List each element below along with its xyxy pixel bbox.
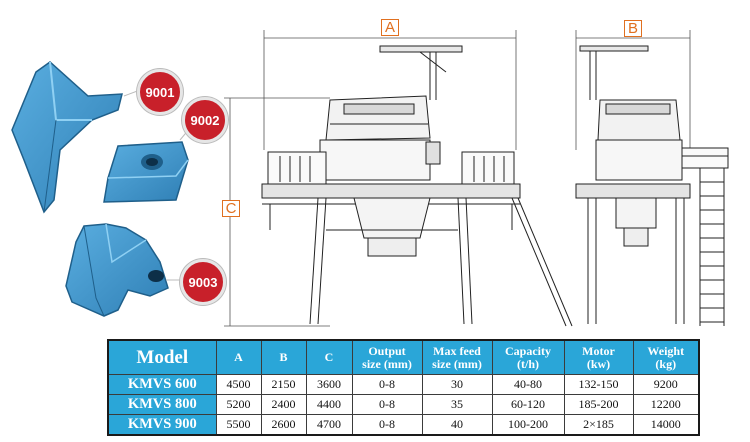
header-model: Model [107, 339, 217, 375]
header-weight-line2: (kg) [655, 356, 677, 371]
row-motor: 132-150 [563, 374, 634, 395]
header-capacity: Capacity(t/h) [491, 339, 565, 375]
row-weight: 12200 [632, 394, 700, 415]
crusher-front-view [261, 45, 573, 327]
row-model: KMVS 900 [107, 414, 217, 436]
row-motor: 2×185 [563, 414, 634, 436]
row-output: 0-8 [351, 374, 423, 395]
row-model: KMVS 800 [107, 394, 217, 415]
row-c: 4700 [305, 414, 353, 436]
row-feed: 30 [421, 374, 493, 395]
row-capacity: 100-200 [491, 414, 565, 436]
header-motor-line1: Motor [582, 343, 615, 358]
dimension-c-label: C [222, 200, 240, 217]
row-model: KMVS 600 [107, 374, 217, 395]
row-feed: 35 [421, 394, 493, 415]
header-b: B [260, 339, 307, 375]
row-c: 3600 [305, 374, 353, 395]
dimension-lines [224, 30, 691, 327]
row-b: 2600 [260, 414, 307, 436]
row-motor: 185-200 [563, 394, 634, 415]
row-output: 0-8 [351, 414, 423, 436]
header-output-line2: size (mm) [362, 356, 412, 371]
header-motor-line2: (kw) [586, 356, 611, 371]
wear-plate-part-icon [103, 141, 189, 203]
header-feed-line2: size (mm) [432, 356, 482, 371]
row-b: 2150 [260, 374, 307, 395]
row-feed: 40 [421, 414, 493, 436]
header-capacity-line2: (t/h) [517, 356, 539, 371]
dimension-a-label: A [381, 19, 399, 36]
row-a: 5200 [215, 394, 262, 415]
part-badge-9002: 9002 [182, 97, 228, 143]
header-a: A [215, 339, 262, 375]
header-feed-line1: Max feed [433, 343, 481, 358]
header-output-line1: Output [368, 343, 406, 358]
row-a: 4500 [215, 374, 262, 395]
table-row: KMVS 600 4500 2150 3600 0-8 30 40-80 132… [107, 374, 700, 395]
row-capacity: 60-120 [491, 394, 565, 415]
row-b: 2400 [260, 394, 307, 415]
row-a: 5500 [215, 414, 262, 436]
table-row: KMVS 900 5500 2600 4700 0-8 40 100-200 2… [107, 414, 700, 436]
row-weight: 14000 [632, 414, 700, 436]
header-motor: Motor(kw) [563, 339, 634, 375]
part-badge-9003: 9003 [180, 259, 226, 305]
table-row: KMVS 800 5200 2400 4400 0-8 35 60-120 18… [107, 394, 700, 415]
crusher-side-view [575, 45, 729, 326]
part-badge-9001: 9001 [137, 69, 183, 115]
header-c: C [305, 339, 353, 375]
wear-hammer-part-icon [65, 223, 169, 317]
row-capacity: 40-80 [491, 374, 565, 395]
row-weight: 9200 [632, 374, 700, 395]
dimension-b-label: B [624, 20, 642, 37]
header-weight-line1: Weight [647, 343, 685, 358]
header-weight: Weight(kg) [632, 339, 700, 375]
wear-tip-part-icon [11, 61, 123, 214]
row-output: 0-8 [351, 394, 423, 415]
row-c: 4400 [305, 394, 353, 415]
header-capacity-line1: Capacity [505, 343, 551, 358]
